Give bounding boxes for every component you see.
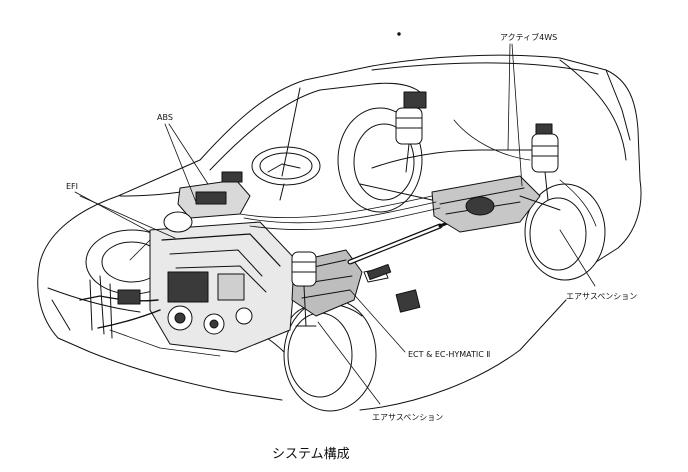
figure-caption: システム構成 — [272, 447, 350, 462]
steering-wheel — [251, 146, 321, 201]
label-efi: EFI — [66, 182, 79, 191]
ecu-box — [366, 263, 392, 281]
air-suspension-strut-front — [291, 251, 317, 327]
label-active-4ws: アクティブ4WS — [500, 33, 558, 42]
air-suspension-strut-rear-left — [395, 91, 427, 173]
label-ect-ec-hymatic: ECT & EC-HYMATIC Ⅱ — [408, 350, 491, 359]
car-body-outline — [37, 54, 642, 411]
label-abs: ABS — [157, 113, 173, 122]
label-air-suspension-front: エアサスペンション — [372, 413, 444, 422]
wheel-rear-left — [337, 107, 423, 213]
rear-differential — [359, 149, 561, 233]
hydraulic-lines — [109, 119, 597, 357]
leader-lines — [74, 43, 596, 405]
label-air-suspension-rear: エアサスペンション — [566, 292, 638, 301]
engine-block — [79, 221, 297, 353]
small-mark — [397, 32, 401, 36]
abs-unit — [163, 171, 251, 233]
wheel-front-right — [283, 298, 377, 412]
air-suspension-strut-rear-right — [531, 123, 559, 201]
